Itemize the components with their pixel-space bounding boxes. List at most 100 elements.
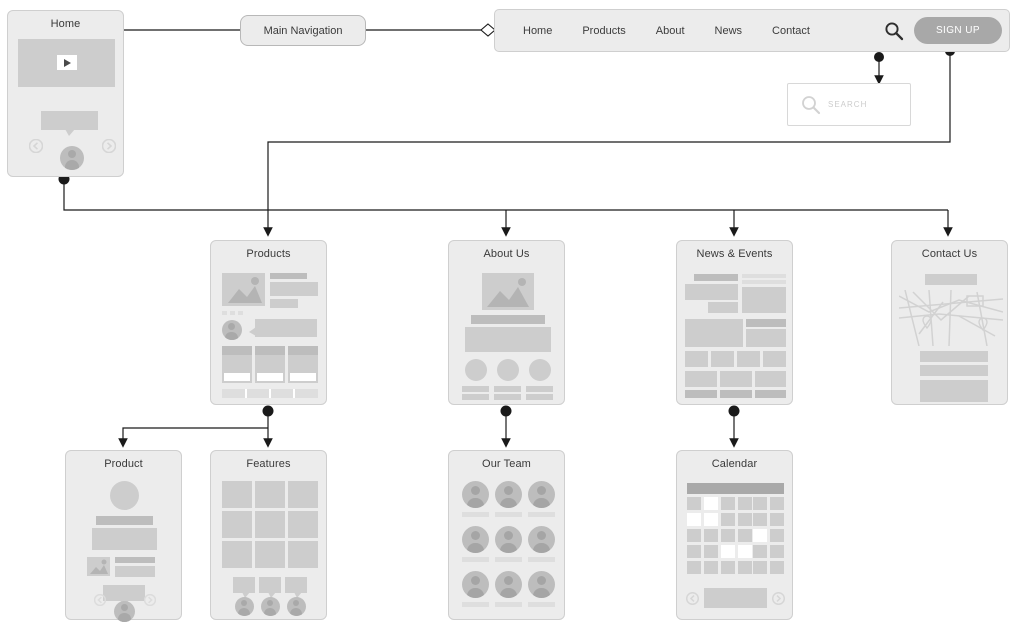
team-name-line <box>495 602 522 607</box>
edge-products-to-product <box>118 427 268 448</box>
text-line <box>494 386 521 392</box>
grid-cell <box>737 351 760 367</box>
product-tile-header <box>222 346 252 355</box>
nav-link-home[interactable]: Home <box>523 24 553 37</box>
next-arrow-icon[interactable] <box>102 139 116 153</box>
product-tile-header <box>255 346 285 355</box>
search-input[interactable]: SEARCH <box>828 100 868 109</box>
feature-cell <box>222 541 252 568</box>
quote-block <box>255 319 317 337</box>
side-headline <box>746 319 786 327</box>
footer-div <box>245 389 247 398</box>
calendar-day <box>738 497 752 510</box>
text-line <box>526 386 553 392</box>
avatar <box>235 597 254 616</box>
calendar-day <box>721 561 735 574</box>
dot <box>222 311 227 315</box>
calendar-day <box>738 561 752 574</box>
nav-link-news[interactable]: News <box>714 24 743 37</box>
calendar-day <box>753 561 767 574</box>
card-home[interactable]: Home <box>7 10 124 177</box>
team-name-line <box>528 602 555 607</box>
search-icon[interactable] <box>884 21 904 41</box>
signup-button[interactable]: SIGN UP <box>913 17 1002 44</box>
nav-link-about[interactable]: About <box>655 24 685 37</box>
grid-cell <box>720 371 752 387</box>
calendar-day-highlight <box>738 545 752 558</box>
calendar-day <box>721 529 735 542</box>
grid-cell <box>685 351 708 367</box>
card-our-team[interactable]: Our Team <box>448 450 565 620</box>
diamond-connector <box>480 23 496 37</box>
paragraph-block <box>465 327 551 352</box>
feature-block <box>685 319 743 347</box>
feature-cell <box>288 511 318 538</box>
text-line <box>270 273 307 279</box>
navbar[interactable]: Home Products About News Contact SIGN UP <box>494 9 1010 52</box>
search-icon <box>802 95 821 114</box>
calendar-day <box>687 529 701 542</box>
circle-item <box>529 359 551 381</box>
grid-cell <box>685 371 717 387</box>
prev-arrow-icon[interactable] <box>29 139 43 153</box>
testimonial-bubble <box>259 577 281 593</box>
signup-label: SIGN UP <box>935 25 980 36</box>
prev-arrow-icon[interactable] <box>94 594 106 606</box>
card-calendar[interactable]: Calendar <box>676 450 793 620</box>
card-product[interactable]: Product <box>65 450 182 622</box>
calendar-day-highlight <box>704 513 718 526</box>
avatar <box>114 601 135 622</box>
card-products[interactable]: Products <box>210 240 327 405</box>
product-tile-button <box>224 373 250 381</box>
team-avatar <box>495 526 522 553</box>
feature-cell <box>222 481 252 508</box>
card-features[interactable]: Features <box>210 450 327 620</box>
circle-item <box>465 359 487 381</box>
footer-cell <box>755 390 786 398</box>
feature-cell <box>255 511 285 538</box>
feature-cell <box>255 541 285 568</box>
headline <box>694 274 738 281</box>
prev-arrow-icon[interactable] <box>686 592 699 605</box>
card-contact-us[interactable]: Contact Us <box>891 240 1008 405</box>
nav-link-products[interactable]: Products <box>582 24 626 37</box>
team-avatar <box>462 571 489 598</box>
team-avatar <box>495 481 522 508</box>
calendar-footer-bar <box>704 588 767 608</box>
card-title-calendar: Calendar <box>711 458 758 470</box>
thumbnail <box>87 557 110 576</box>
calendar-day-highlight <box>687 513 701 526</box>
heading-bar <box>471 315 545 324</box>
card-news-events[interactable]: News & Events <box>676 240 793 405</box>
edge-dot-searchicon <box>874 52 884 62</box>
text-line <box>494 394 521 400</box>
calendar-day <box>687 561 701 574</box>
edge-home-bus <box>63 179 948 211</box>
avatar <box>287 597 306 616</box>
text-line <box>270 299 298 308</box>
calendar-day <box>770 513 784 526</box>
team-avatar <box>495 571 522 598</box>
calendar-day-highlight <box>753 529 767 542</box>
product-tile-button <box>290 373 316 381</box>
testimonial-bubble <box>285 577 307 593</box>
team-name-line <box>495 512 522 517</box>
grid-cell <box>711 351 734 367</box>
nav-link-contact[interactable]: Contact <box>772 24 810 37</box>
card-title-contact-us: Contact Us <box>921 248 978 260</box>
card-title-product: Product <box>104 458 143 470</box>
search-overlay[interactable]: SEARCH <box>787 83 911 126</box>
edge-dot-about <box>500 405 512 417</box>
calendar-day <box>753 513 767 526</box>
next-arrow-icon[interactable] <box>772 592 785 605</box>
form-field <box>920 365 988 376</box>
next-arrow-icon[interactable] <box>144 594 156 606</box>
calendar-day <box>770 561 784 574</box>
card-about-us[interactable]: About Us <box>448 240 565 405</box>
main-navigation-node[interactable]: Main Navigation <box>240 15 366 46</box>
feature-cell <box>222 511 252 538</box>
card-title-features: Features <box>246 458 291 470</box>
card-title-our-team: Our Team <box>482 458 531 470</box>
calendar-day <box>753 545 767 558</box>
team-avatar <box>462 481 489 508</box>
